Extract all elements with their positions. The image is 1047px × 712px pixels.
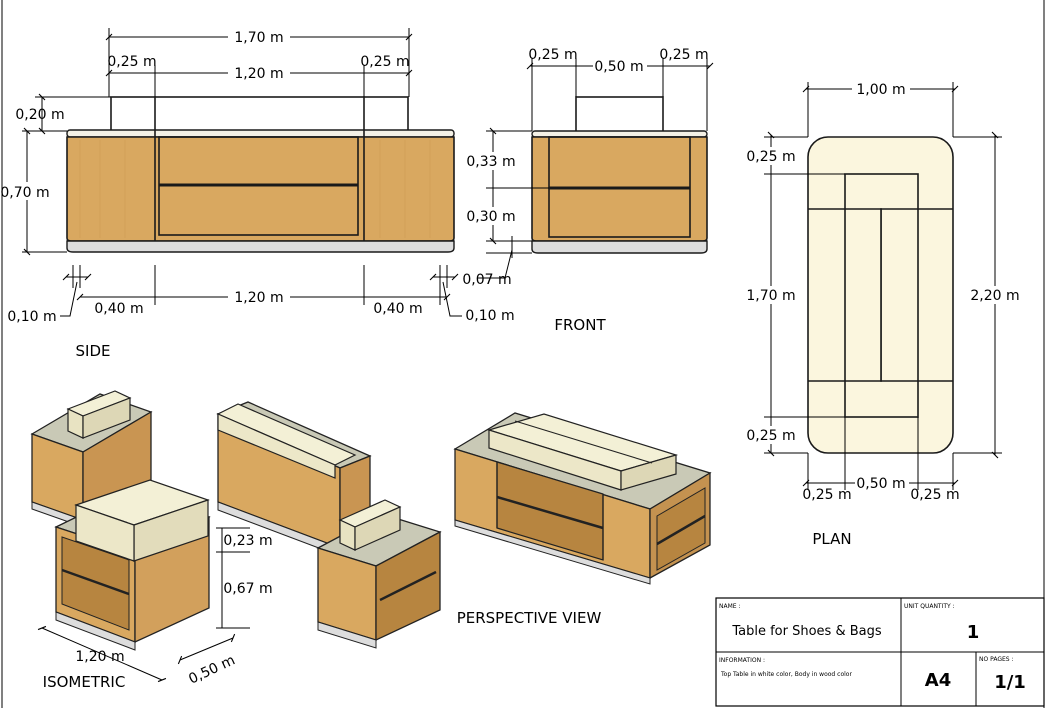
front-mid-dim: 0,50 m — [594, 59, 643, 75]
plan-bottom-margin-dim: 0,25 m — [746, 428, 795, 444]
side-top-width-dim: 1,20 m — [234, 66, 283, 82]
side-view-label: SIDE — [76, 342, 111, 360]
iso-top-dim: 0,23 m — [223, 533, 272, 549]
plan-bottom-left-dim: 0,25 m — [802, 487, 851, 503]
front-upper-dim: 0,33 m — [466, 154, 515, 170]
plan-view: 1,00 m 0,25 m 1,70 m 0,25 m 2,20 m 0,25 … — [745, 80, 1020, 548]
side-right-end-dim: 0,40 m — [373, 301, 422, 317]
title-block: NAME : Table for Shoes & Bags UNIT QUANT… — [716, 598, 1044, 706]
plan-view-label: PLAN — [812, 530, 851, 548]
front-left-dim: 0,25 m — [528, 47, 577, 63]
title-pages-label: NO PAGES : — [979, 656, 1014, 663]
side-right-inset-dim: 0,25 m — [360, 54, 409, 70]
front-base-dim: 0,07 m — [462, 272, 511, 288]
plan-width-dim: 1,00 m — [856, 82, 905, 98]
side-base — [67, 241, 454, 252]
title-pages-value: 1/1 — [994, 672, 1026, 693]
perspective-view: PERSPECTIVE VIEW — [455, 413, 710, 627]
iso-body-dim: 0,67 m — [223, 581, 272, 597]
title-name-label: NAME : — [719, 603, 741, 610]
front-view-label: FRONT — [554, 316, 606, 334]
title-name-value: Table for Shoes & Bags — [731, 624, 882, 639]
plan-bottom-mid-dim: 0,50 m — [856, 476, 905, 492]
title-info-value: Top Table in white color, Body in wood c… — [720, 671, 852, 678]
side-left-inset-dim: 0,25 m — [107, 54, 156, 70]
plan-mid-length-dim: 1,70 m — [746, 288, 795, 304]
iso-length-dim: 1,20 m — [75, 649, 124, 665]
side-view: 1,70 m 1,20 m 0,25 m 0,25 m 0,20 m 0,70 … — [0, 27, 514, 360]
side-left-radius-dim: 0,10 m — [7, 309, 56, 325]
side-body-height-dim: 0,70 m — [0, 185, 49, 201]
plan-top-margin-dim: 0,25 m — [746, 149, 795, 165]
side-left-end-dim: 0,40 m — [94, 301, 143, 317]
side-overall-dim: 1,70 m — [234, 30, 283, 46]
title-qty-value: 1 — [967, 622, 980, 643]
side-right-radius-dim: 0,10 m — [465, 308, 514, 324]
isometric-views: 1,20 m 0,50 m ISOMETRIC — [32, 391, 440, 691]
front-right-dim: 0,25 m — [659, 47, 708, 63]
plan-total-length-dim: 2,20 m — [970, 288, 1019, 304]
side-top-plate — [67, 130, 454, 137]
title-qty-label: UNIT QUANTITY : — [904, 603, 955, 610]
side-top-height-dim: 0,20 m — [15, 107, 64, 123]
front-view: 0,25 m 0,50 m 0,25 m 0,33 m 0,30 m 0,07 … — [462, 47, 710, 334]
title-info-label: INFORMATION : — [719, 657, 765, 664]
front-lower-dim: 0,30 m — [466, 209, 515, 225]
iso-depth-dim: 0,50 m — [186, 652, 237, 687]
side-bottom-width-dim: 1,20 m — [234, 290, 283, 306]
plan-bottom-right-dim: 0,25 m — [910, 487, 959, 503]
title-paper-size: A4 — [925, 670, 951, 691]
isometric-label: ISOMETRIC — [43, 673, 126, 691]
perspective-view-label: PERSPECTIVE VIEW — [457, 609, 602, 627]
